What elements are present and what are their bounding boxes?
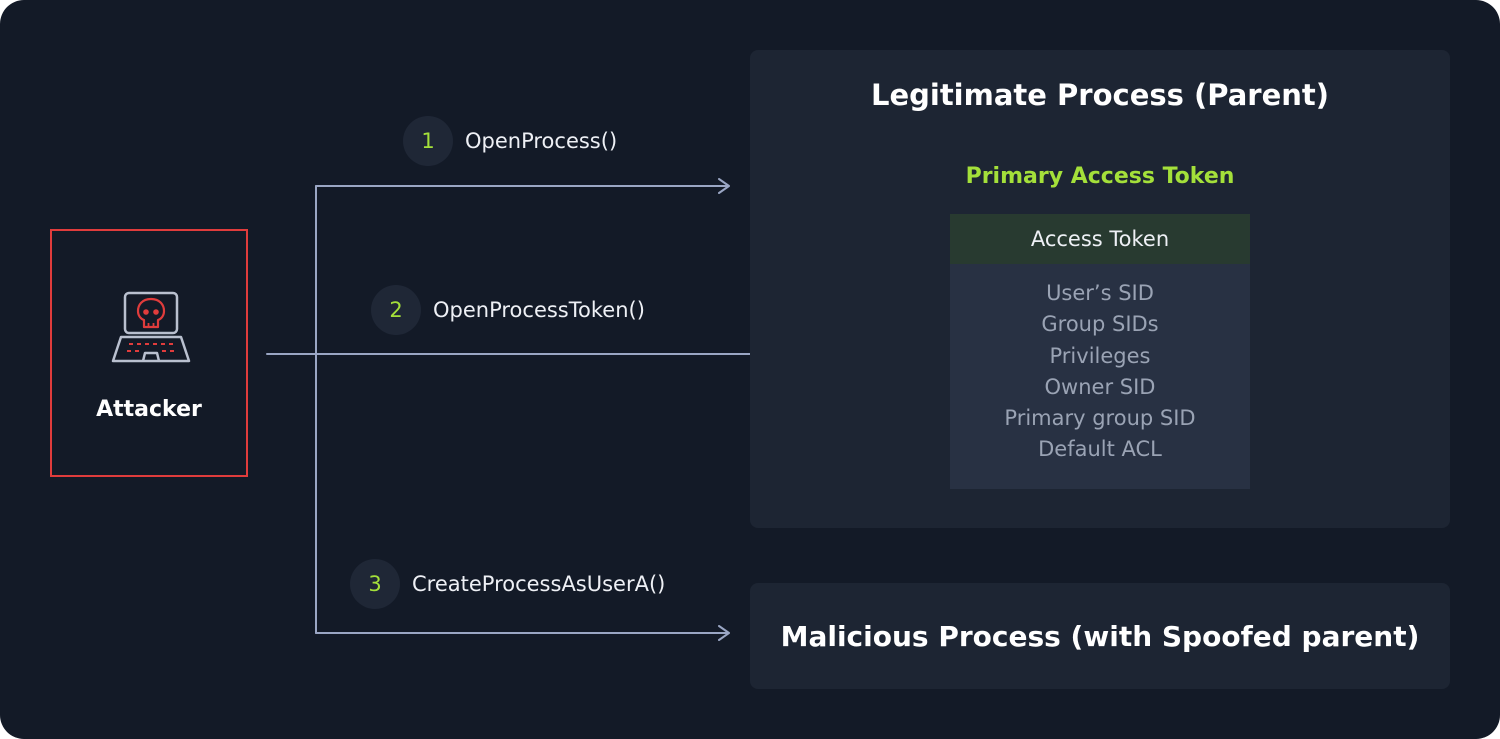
arrow-create-process: [315, 625, 730, 641]
laptop-skull-icon: [111, 291, 191, 363]
attacker-label: Attacker: [96, 397, 202, 422]
legitimate-process-panel: Legitimate Process (Parent) Primary Acce…: [750, 50, 1450, 528]
step-open-process-token: 2 OpenProcessToken(): [371, 285, 645, 335]
step-label: OpenProcess(): [465, 129, 618, 153]
step-number-badge: 3: [350, 559, 400, 609]
token-field-privileges: Privileges: [1049, 343, 1151, 368]
step-number-badge: 1: [403, 116, 453, 166]
arrow-open-process: [315, 178, 730, 194]
step-create-process-as-user: 3 CreateProcessAsUserA(): [350, 559, 665, 609]
access-token-fields: User’s SID Group SIDs Privileges Owner S…: [950, 264, 1250, 466]
step-open-process: 1 OpenProcess(): [403, 116, 617, 166]
token-field-user-sid: User’s SID: [1046, 281, 1154, 305]
step-number-badge: 2: [371, 285, 421, 335]
step-label: OpenProcessToken(): [433, 298, 645, 322]
step-label: CreateProcessAsUserA(): [412, 572, 666, 596]
token-field-primary-group-sid: Primary group SID: [1004, 406, 1196, 431]
access-token-table: Access Token User’s SID Group SIDs Privi…: [950, 214, 1250, 489]
token-field-default-acl: Default ACL: [1038, 437, 1162, 462]
token-field-owner-sid: Owner SID: [1044, 374, 1156, 399]
token-field-group-sids: Group SIDs: [1041, 312, 1159, 337]
legitimate-process-title: Legitimate Process (Parent): [870, 78, 1330, 112]
attacker-box: Attacker: [50, 229, 248, 477]
primary-access-token-title: Primary Access Token: [965, 164, 1235, 189]
malicious-process-title: Malicious Process (with Spoofed parent): [780, 619, 1420, 653]
malicious-process-panel: Malicious Process (with Spoofed parent): [750, 583, 1450, 689]
access-token-header: Access Token: [950, 214, 1250, 264]
